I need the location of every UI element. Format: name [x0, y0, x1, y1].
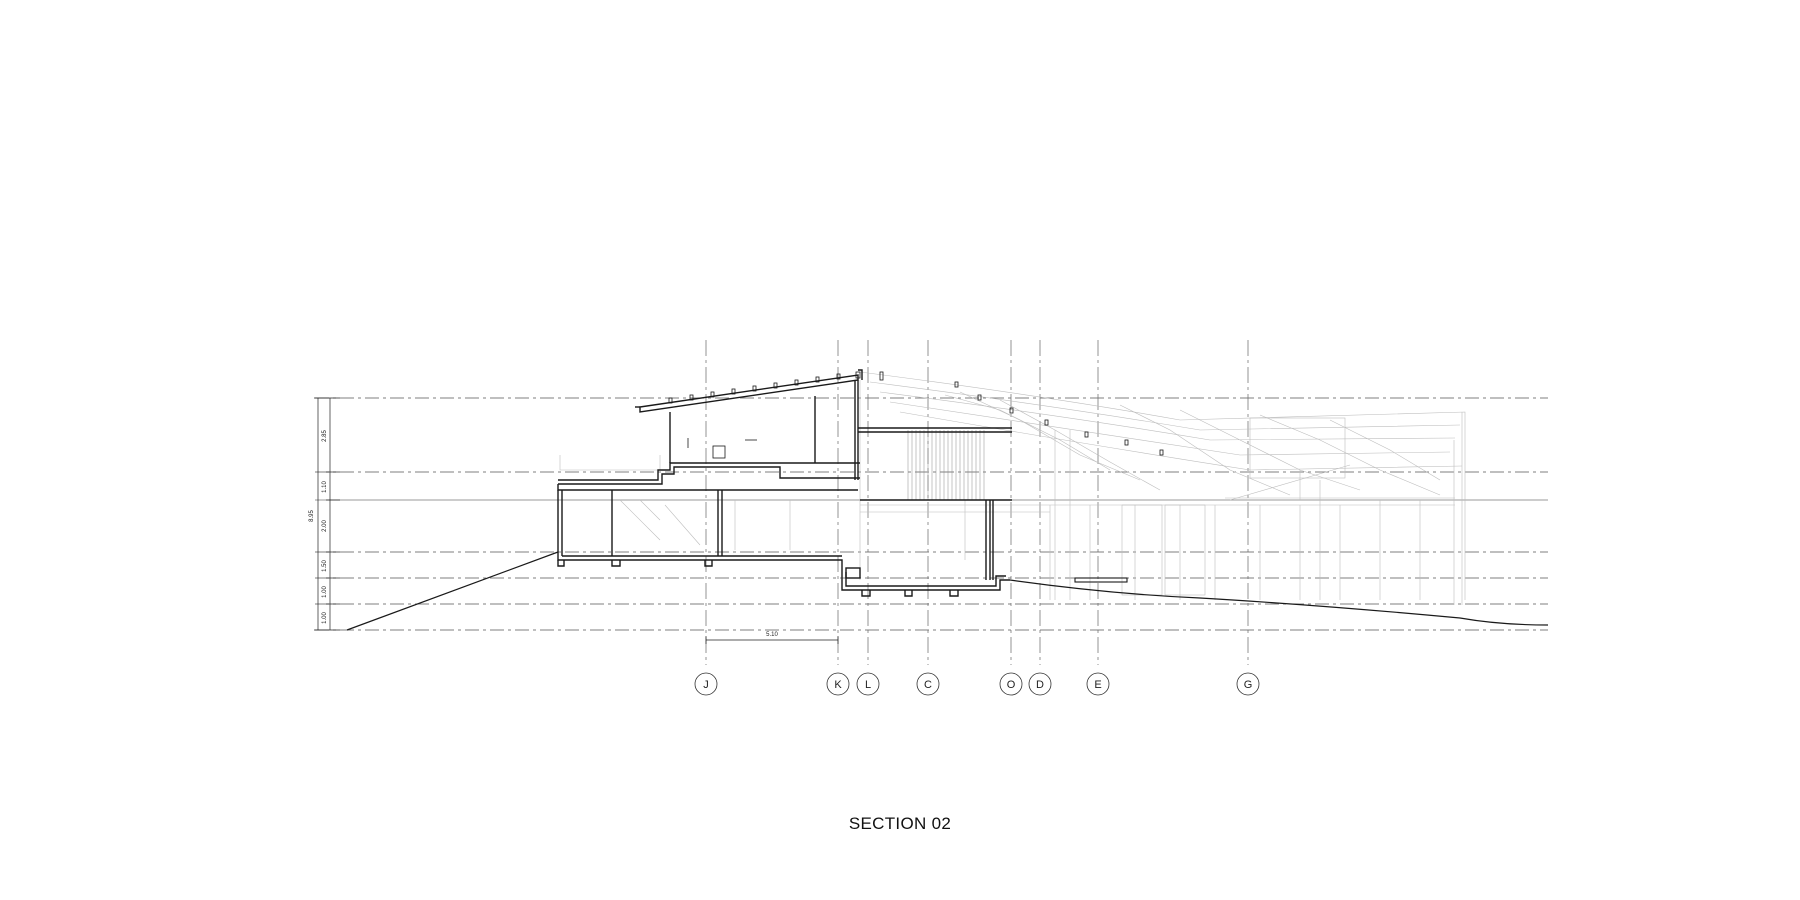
grid-bubble-c [916, 672, 940, 696]
cut-section [557, 369, 1012, 597]
grid-bubbles [694, 672, 1260, 696]
grid-axis-lines [705, 340, 1249, 665]
grid-bubble-e [1086, 672, 1110, 696]
dim-seg-5: 1.00 [322, 586, 328, 598]
dim-seg-4: 1.50 [322, 560, 328, 572]
grid-label-k: K [834, 679, 842, 691]
grid-label-d: D [1036, 679, 1044, 691]
dim-seg-1: 2.85 [322, 430, 328, 442]
vertical-dimension-chain [314, 397, 340, 631]
grid-bubble-o [999, 672, 1023, 696]
background-elevation [559, 371, 1466, 605]
grid-bubble-j [694, 672, 718, 696]
dim-seg-6: 1.00 [322, 612, 328, 624]
horizontal-dimension [705, 636, 839, 644]
dim-seg-3: 2.00 [322, 520, 328, 532]
dim-j-k: 5.10 [766, 632, 778, 638]
grid-label-e: E [1094, 679, 1101, 691]
roof-purlins [668, 371, 1164, 583]
grid-bubble-l [856, 672, 880, 696]
grid-bubble-d [1028, 672, 1052, 696]
grid-label-j: J [703, 679, 709, 691]
dim-total: 8.95 [309, 510, 315, 522]
dim-seg-2: 1.10 [322, 481, 328, 493]
grid-label-g: G [1244, 679, 1253, 691]
grid-label-o: O [1007, 679, 1016, 691]
grid-bubble-k [826, 672, 850, 696]
grid-label-c: C [924, 679, 932, 691]
grid-bubble-g [1236, 672, 1260, 696]
timber-screen [907, 430, 985, 500]
ground-line [346, 551, 1549, 631]
section-title: SECTION 02 [848, 814, 952, 833]
level-datum-lines [315, 397, 1548, 631]
grid-label-l: L [865, 679, 871, 691]
